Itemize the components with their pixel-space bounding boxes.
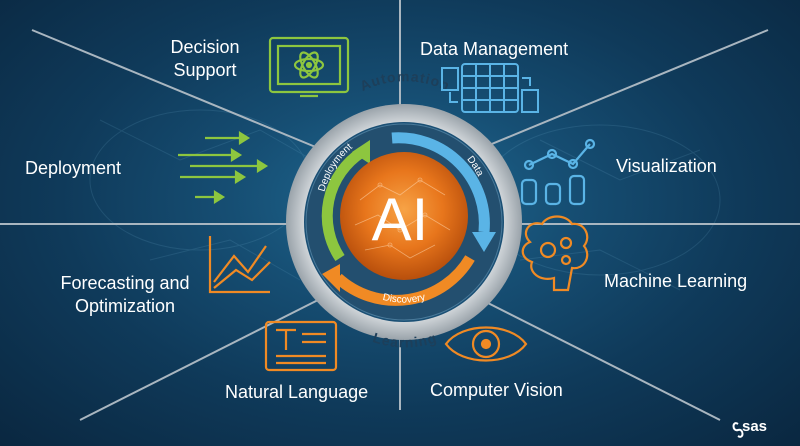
bar-line-chart-icon	[520, 138, 596, 206]
divider-lines	[0, 0, 800, 421]
ai-core	[340, 152, 468, 280]
machine-learning-label: Machine Learning	[604, 271, 748, 291]
svg-text:Learning: Learning	[371, 329, 439, 350]
discovery-ring-label: Discovery	[382, 292, 427, 306]
natural-language-label: Natural Language	[225, 382, 369, 402]
learning-label: Learning	[371, 329, 438, 350]
data-arc	[391, 132, 490, 233]
automation-label: Automation	[357, 68, 451, 94]
brain-network-icon	[354, 177, 451, 259]
data-management-label: Data Management	[420, 39, 569, 59]
deployment-arrowhead	[352, 140, 370, 164]
svg-text:Discovery: Discovery	[382, 292, 427, 306]
forecasting-label: Forecasting and Optimization	[60, 273, 190, 316]
spreadsheet-grid-icon	[441, 63, 539, 113]
sas-logo: sas	[742, 418, 768, 435]
svg-text:Automation: Automation	[357, 68, 452, 94]
data-arrowhead	[472, 232, 496, 252]
computer-vision-label: Computer Vision	[430, 380, 563, 400]
deployment-arc	[321, 147, 366, 262]
line-chart-icon	[208, 236, 271, 294]
brain-gears-icon	[521, 215, 589, 292]
visualization-label: Visualization	[616, 156, 717, 176]
atom-monitor-icon	[268, 36, 350, 98]
ai-title: AI	[372, 186, 429, 253]
sas-logo-icon	[732, 422, 744, 438]
arrows-icon	[178, 131, 269, 204]
discovery-arc	[334, 255, 475, 306]
discovery-arrowhead	[322, 264, 340, 292]
deployment-label: Deployment	[25, 158, 122, 178]
text-document-icon	[264, 320, 338, 372]
decision-support-label: Decision Support	[170, 37, 240, 80]
eye-icon	[444, 326, 528, 362]
